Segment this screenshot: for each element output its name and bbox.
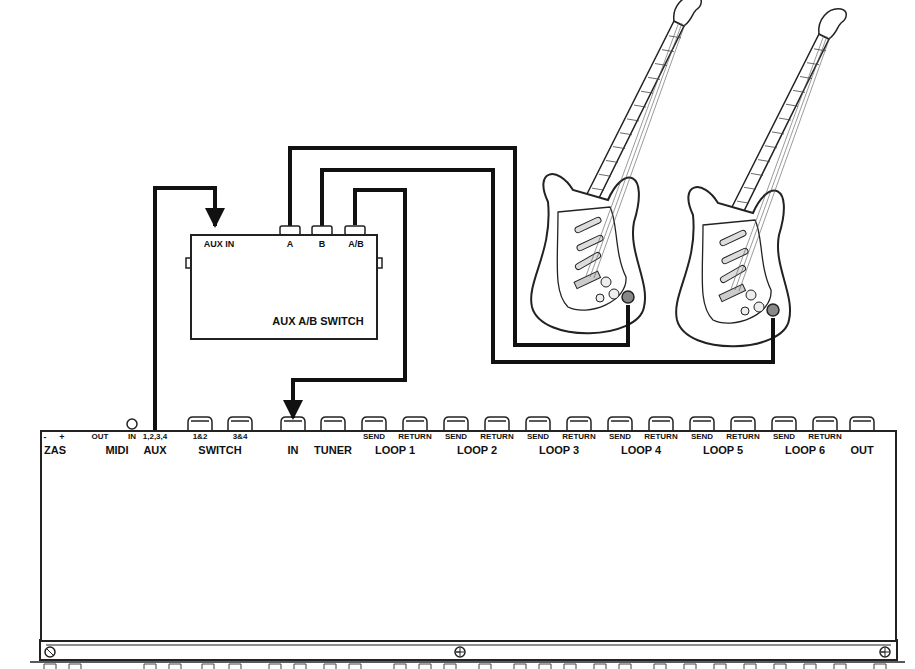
rack-unit: -+ZASOUTINMIDI1,2,3,4AUX1&23&4SWITCHINTU… [40, 430, 897, 642]
jack-label: SEND [363, 433, 385, 441]
jack-label: AUX IN [204, 240, 235, 249]
jack-label: + [59, 433, 64, 442]
panel-label: LOOP 6 [785, 445, 825, 456]
jack-label: SEND [691, 433, 713, 441]
jack-label: RETURN [808, 433, 841, 441]
jack-label: 1&2 [193, 433, 208, 441]
jack-label: RETURN [398, 433, 431, 441]
panel-label: ZAS [44, 445, 66, 456]
jack-label: - [44, 433, 47, 442]
jack-label: IN [128, 433, 136, 441]
jack-label: SEND [773, 433, 795, 441]
panel-label: TUNER [314, 445, 352, 456]
aux-ab-switch: AUX IN A B A/B AUX A/B SWITCH [190, 234, 378, 340]
jack-label: OUT [92, 433, 109, 441]
panel-label: LOOP 4 [621, 445, 661, 456]
jack-label: B [319, 240, 326, 249]
panel-label: LOOP 3 [539, 445, 579, 456]
panel-label: LOOP 5 [703, 445, 743, 456]
jack-label: RETURN [480, 433, 513, 441]
panel-label: OUT [850, 445, 873, 456]
jack-label: RETURN [726, 433, 759, 441]
device-label: AUX A/B SWITCH [272, 316, 363, 327]
panel-label: IN [288, 445, 299, 456]
jack-label: 1,2,3,4 [143, 433, 167, 441]
panel-label: LOOP 1 [375, 445, 415, 456]
jack-label: RETURN [644, 433, 677, 441]
jack-label: A/B [348, 240, 364, 249]
jack-label: RETURN [562, 433, 595, 441]
jack-label: SEND [445, 433, 467, 441]
jack-label: 3&4 [233, 433, 248, 441]
jack-label: SEND [527, 433, 549, 441]
panel-label: LOOP 2 [457, 445, 497, 456]
jack-label: A [287, 240, 294, 249]
jack-label: SEND [609, 433, 631, 441]
panel-label: SWITCH [198, 445, 241, 456]
panel-label: AUX [143, 445, 166, 456]
panel-label: MIDI [105, 445, 128, 456]
